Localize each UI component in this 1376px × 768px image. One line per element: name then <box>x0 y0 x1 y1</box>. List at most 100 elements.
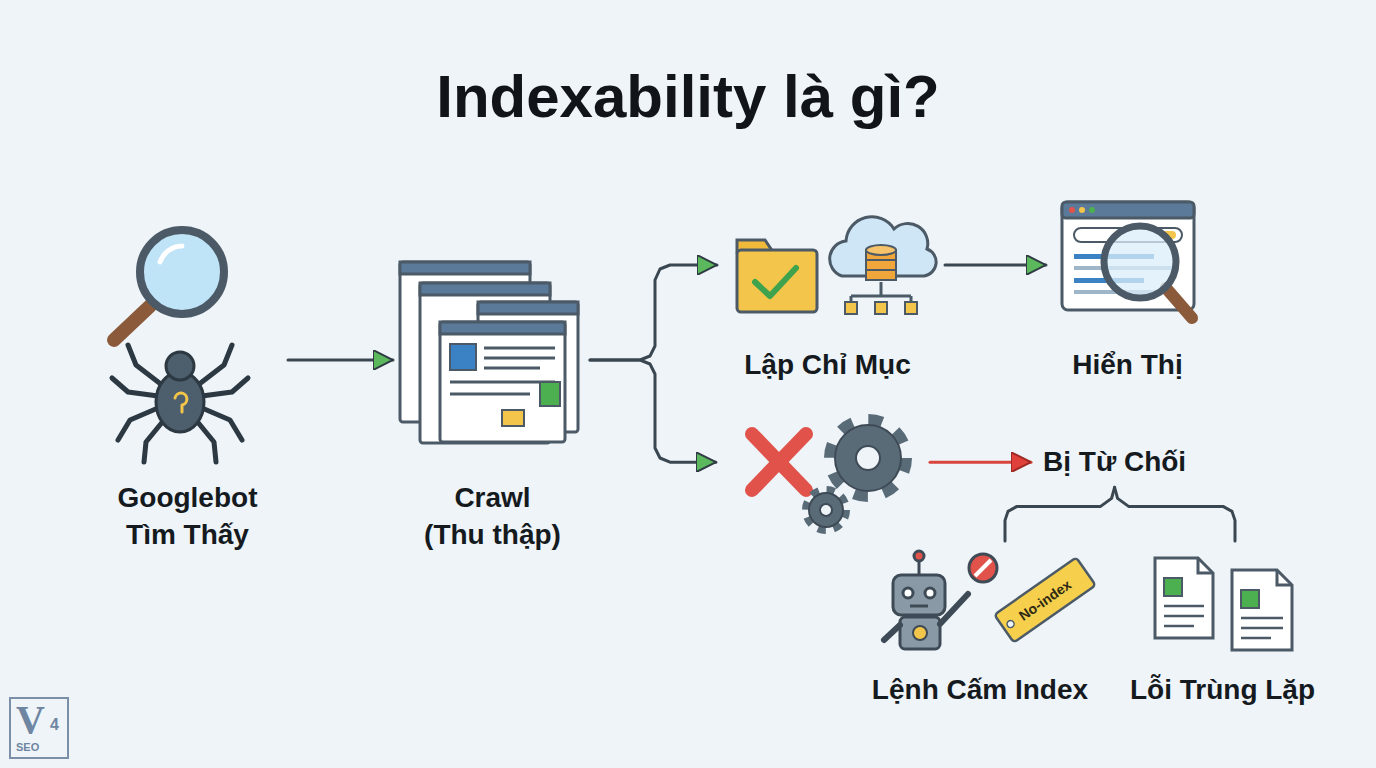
pages-icon <box>484 347 555 350</box>
gears-icon <box>806 490 846 530</box>
duplicate-docs-icon <box>1164 625 1194 628</box>
magnifier-icon <box>160 246 182 262</box>
connector <box>1115 487 1235 541</box>
spider-icon <box>144 420 164 462</box>
duplicate-docs-icon <box>1198 558 1213 573</box>
pages-icon <box>420 283 550 295</box>
robot-icon <box>910 605 928 608</box>
gears-icon <box>830 420 906 496</box>
pages-icon <box>502 410 524 426</box>
connector <box>1005 487 1115 541</box>
pages-icon <box>484 367 540 370</box>
cloud-database-icon <box>866 245 896 255</box>
duplicate-docs-icon <box>1164 605 1204 608</box>
step-node: Lập Chỉ Mục <box>720 225 935 385</box>
logo-number: 4 <box>50 716 59 734</box>
search-result-icon <box>1089 207 1095 213</box>
logo-text: SEO <box>16 741 39 753</box>
pages-icon <box>450 393 530 396</box>
pages-icon <box>450 344 476 370</box>
step-node: Bị Từ Chối <box>1035 440 1194 484</box>
pages-icon <box>540 382 560 406</box>
pages-icon <box>484 357 555 360</box>
duplicate-docs-icon <box>1155 558 1292 650</box>
duplicate-docs-icon <box>1277 570 1292 585</box>
connector <box>590 265 717 360</box>
duplicate-docs-icon <box>1164 578 1182 596</box>
pages-icon <box>478 302 578 314</box>
cloud-database-icon <box>830 217 936 314</box>
robot-icon <box>913 626 927 640</box>
connector <box>288 360 393 361</box>
connector <box>1005 487 1115 541</box>
robot-icon <box>914 551 924 561</box>
duplicate-docs-icon <box>1241 590 1259 608</box>
search-result-icon <box>1166 288 1192 318</box>
folder-icon <box>737 240 817 312</box>
connector <box>930 461 1031 464</box>
duplicate-docs-icon <box>1241 617 1283 620</box>
search-result-icon <box>1104 226 1176 298</box>
node-label: Crawl (Thu thập) <box>423 480 563 553</box>
step-node: Crawl (Thu thập) <box>395 255 590 555</box>
robot-icon <box>925 588 935 598</box>
duplicate-docs-icon <box>1232 570 1292 650</box>
spider-icon <box>112 378 158 396</box>
search-result-icon <box>1079 207 1085 213</box>
step-node: Hiển Thị <box>1050 195 1205 385</box>
node-label: Lỗi Trùng Lặp <box>1130 672 1315 708</box>
robot-icon <box>884 551 997 649</box>
connector <box>590 265 717 360</box>
node-label: Bị Từ Chối <box>1043 444 1186 480</box>
pages-icon <box>400 262 530 274</box>
robot-icon <box>900 617 940 649</box>
noindex-tag <box>1006 619 1016 629</box>
reject-icon <box>752 434 806 490</box>
cloud-database-icon <box>866 269 896 271</box>
noindex-tag <box>994 557 1095 642</box>
duplicate-docs-icon <box>1241 637 1271 640</box>
step-node: Lệnh Cấm Index <box>860 545 1100 710</box>
spider-icon <box>112 345 248 462</box>
logo-letter: V <box>16 696 45 743</box>
search-result-icon <box>1062 202 1194 318</box>
gears-icon <box>809 493 843 527</box>
robot-icon <box>969 554 997 582</box>
magnifier-icon <box>114 230 224 340</box>
connector <box>945 265 1046 266</box>
robot-icon <box>884 625 900 640</box>
spider-icon <box>202 378 248 396</box>
node-label: Lập Chỉ Mục <box>744 347 910 383</box>
reject-icon <box>752 434 806 490</box>
robot-icon <box>893 575 945 615</box>
cloud-database-icon <box>845 302 857 314</box>
duplicate-docs-icon <box>1164 615 1204 618</box>
node-label: Hiển Thị <box>1072 347 1182 383</box>
pages-icon <box>400 262 578 443</box>
noindex-tag <box>994 557 1095 642</box>
spider-icon <box>196 420 216 462</box>
duplicate-docs-icon <box>1155 558 1213 638</box>
folder-icon <box>755 268 796 296</box>
folder-icon <box>737 250 817 312</box>
magnifier-icon <box>114 306 150 340</box>
connector <box>1115 487 1235 541</box>
step-node: Lỗi Trùng Lặp <box>1120 545 1325 710</box>
spider-icon <box>175 393 187 412</box>
pages-icon <box>440 322 565 334</box>
cloud-database-icon <box>880 282 883 296</box>
cloud-database-icon <box>866 259 896 261</box>
cloud-database-icon <box>905 302 917 314</box>
magnifier-icon <box>140 230 224 314</box>
reject-icon <box>752 434 806 490</box>
node-label: Lệnh Cấm Index <box>872 672 1088 708</box>
title: Indexability là gì? <box>0 62 1376 131</box>
spider-icon <box>128 345 162 385</box>
pages-icon <box>440 322 565 442</box>
gears-icon <box>856 446 880 470</box>
search-result-icon <box>1062 202 1194 218</box>
step-node: Googlebot Tìm Thấy <box>95 210 280 555</box>
gears-icon <box>835 425 901 491</box>
connector <box>945 264 1046 267</box>
node-label: Googlebot Tìm Thấy <box>100 480 275 553</box>
